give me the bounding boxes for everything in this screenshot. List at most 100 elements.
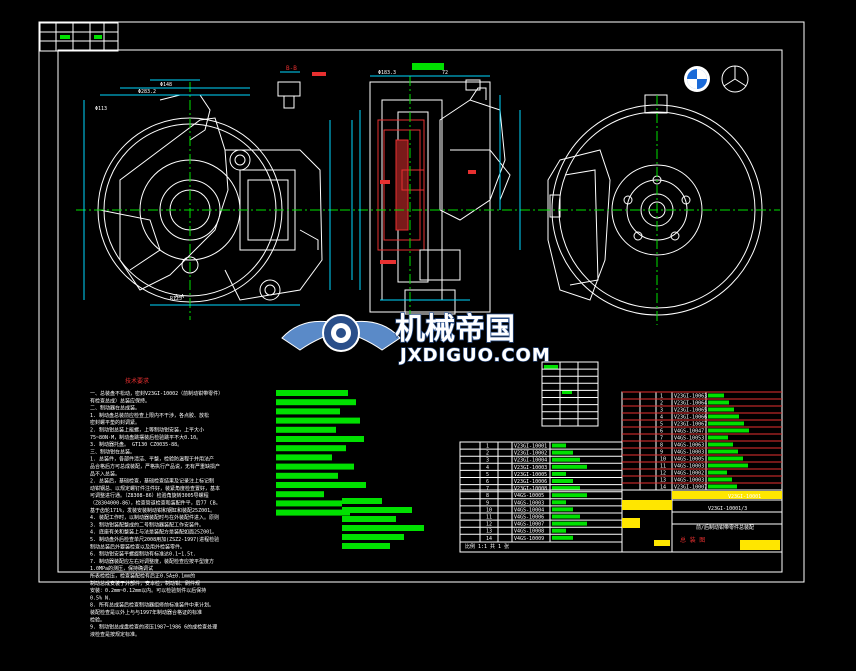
note-line: 检验。 (90, 616, 105, 623)
bom-right-index: 10 (660, 457, 666, 463)
note-line: 二、制动器在总成装。 (90, 405, 140, 412)
drawing-name: 总 装 图 (680, 536, 705, 544)
note-line: 75~80N·M，制动盘跳摆装后检验跳平不大0.10。 (90, 434, 201, 441)
bom-left-code: V4GS-10004 (514, 507, 544, 513)
highlight-bar (342, 534, 404, 540)
note-line: 7. 制动器装配应左右对调整度，装配检查应按平型度方 (90, 558, 214, 565)
bom-right-code: V23GI-10065 (674, 408, 707, 414)
note-line: 三、制动钳在总装。 (90, 448, 135, 455)
highlight-bar (276, 491, 324, 498)
title-block (459, 489, 783, 553)
middle-view-section: 72 Φ183.3 (340, 63, 540, 320)
bom-right-bar (708, 400, 729, 405)
note-line: 1. 总装件，各部件清洁、平整，检验防温程于并用法产 (90, 456, 214, 463)
bom-left-bar (552, 464, 587, 469)
highlight-bar (276, 436, 364, 442)
bom-right-code: V4GS-10053 (674, 436, 704, 442)
bom-left-index: 12 (486, 522, 492, 528)
note-line: 所表检检压，检查装配检有后正0.5A±0.1mm的 (90, 573, 195, 580)
note-line: 安装：0.2mm~0.12mm以内。可以检验刻件以后保持 (90, 587, 206, 594)
bom-left-code: V4GS-10007 (514, 522, 544, 528)
note-line: 液检查是按规定标准。 (90, 631, 140, 638)
bom-right-bar (708, 435, 728, 440)
bom-right-code: V4GS-10003 (674, 450, 704, 456)
bom-sub-table (541, 361, 599, 427)
bom-right-code: V4GS-10003 (674, 464, 704, 470)
bom-right-code: V23GI-10063 (674, 394, 707, 400)
dim-mid-b: Φ183.3 (378, 70, 396, 76)
bom-left-index: 1 (486, 444, 489, 450)
bom-right-code: V4GS-10005 (674, 457, 704, 463)
note-line: 1. 制动盘总装前应检查上限内不干涉，各点胶、放松 (90, 412, 209, 419)
bolt-detail: B-B (277, 65, 326, 109)
bom-left-bar (552, 507, 573, 512)
bom-left-index: 6 (486, 479, 489, 485)
bom-right-bar (708, 414, 739, 419)
bom-right-index: 6 (660, 429, 663, 435)
bom-right-index: 13 (660, 478, 666, 484)
bom-left-index: 2 (486, 451, 489, 457)
dim-top-b: Φ148 (160, 82, 172, 88)
bom-left-index: 14 (486, 536, 492, 542)
note-line: 2. 制动钳总装上能螺，上等制动钳安装，上平大小 (90, 427, 204, 434)
bom-right-bar (708, 484, 737, 489)
bom-left-index: 10 (486, 507, 492, 513)
highlight-bar (342, 498, 382, 504)
highlight-bar (276, 399, 356, 406)
bom-right-code: V4GS-10003 (674, 478, 704, 484)
highlight-bar (276, 408, 340, 415)
bom-right-index: 9 (660, 450, 663, 456)
bom-right-bar (708, 393, 724, 398)
left-view-knuckle-disc: Φ283.2 Φ148 R125 (76, 79, 340, 320)
bom-left-index: 13 (486, 529, 492, 535)
note-line: 制动总成安装于外部件，安本检，制动钳、刷件规 (90, 580, 200, 587)
bom-left-bar (552, 486, 580, 491)
bom-right-code: V4GS-10002 (674, 471, 704, 477)
note-line: 4. 底座有关和整装上与法是装配方是装配如面25Z001。 (90, 529, 217, 536)
bom-left-bar (552, 443, 566, 448)
bom-right-bar (708, 463, 748, 468)
sheet-outer-border (38, 21, 805, 583)
bom-left-index: 3 (486, 458, 489, 464)
bom-left-index: 9 (486, 500, 489, 506)
notes-heading: 技术要求 (125, 377, 149, 385)
bom-right-bar (708, 449, 738, 454)
bom-left-rows: V23GI-100011V23GI-100022V23GI-100043V23G… (460, 441, 622, 542)
note-line: 2. 总装后，基础检查，基础检查结果及记录注上标记制 (90, 478, 214, 485)
dim-left-r: R125 (170, 296, 182, 302)
notes-lines: 一、总装盘不松动，密封V23GI-10002（前制动钳带零件）有检查总成）总装应… (90, 390, 223, 638)
bom-left-code: V4GS-10006 (514, 515, 544, 521)
note-line: 基于齿轮171%，发装安装制动钳和钢缸和装配25Z001。 (90, 507, 215, 514)
note-line: 6. 制动钳安装平螺旋制动有标准达0.1~1.5t. (90, 551, 196, 558)
note-line: 8. 所有总成装后检查制动器组修前标准装件中来计划。 (90, 602, 214, 609)
note-line: 1.0MPa的测压，保持确调试 (90, 565, 153, 572)
dim-top-c: Φ113 (95, 106, 107, 112)
highlight-bar (276, 509, 350, 516)
bom-right-code: V4GS-10047 (674, 429, 704, 435)
highlight-bar (342, 507, 412, 513)
bom-left-index: 11 (486, 515, 492, 521)
bom-left-bar (552, 457, 580, 462)
bom-right-bar (708, 477, 732, 482)
highlight-bars (276, 390, 424, 549)
bom-right-bar (708, 428, 749, 433)
bom-left-code: V4GS-10005 (514, 493, 544, 499)
brand-logo-roundel (684, 66, 710, 92)
note-line: 制动总装后外要装检查以及用外检装零件。 (90, 543, 185, 550)
bom-right-rows: V23GI-100631V23GI-100642V23GI-100653V23G… (622, 391, 782, 491)
bom-left-bar (552, 479, 573, 483)
bom-left-index: 5 (486, 472, 489, 478)
bom-left-bar (552, 514, 580, 519)
watermark-brand-cn: 机械帝国 (395, 312, 515, 347)
highlight-bar (342, 525, 424, 531)
dim-top-a: Φ283.2 (138, 89, 156, 95)
note-line: （Z8304000-86），检查管道检查和装配件平，后77 CB。 (90, 500, 221, 507)
drawing-number: V23GI-10001/3 (708, 506, 747, 512)
note-line: 动钳钢总、以规定螺钉件注件好，装紧角度检查置好，基本 (90, 485, 220, 492)
bom-right-code: V23GI-10067 (674, 422, 707, 428)
note-line: 密封螺平垫的封调紧。 (90, 419, 140, 426)
note-line: 可调整进行通。（Z8308-86）检验角旋转3005导螺程 (90, 492, 209, 499)
bom-right-code: V4GS-10063 (674, 443, 704, 449)
bom-right-code: V23GI-10007 (674, 485, 707, 491)
